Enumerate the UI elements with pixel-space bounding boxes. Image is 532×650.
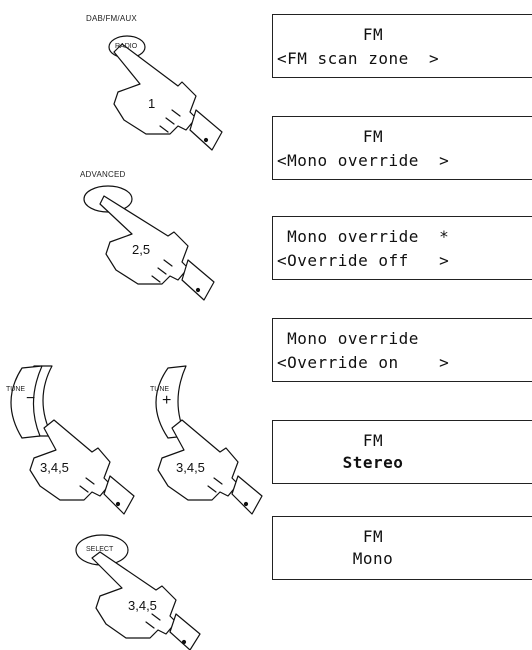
- lcd-line-1: FM: [362, 431, 384, 450]
- lcd-display-5: FM Stereo: [272, 420, 532, 484]
- lcd-display-1: FM <FM scan zone >: [272, 14, 532, 78]
- lcd-line-1: Mono override: [277, 329, 419, 348]
- lcd-line-1: FM: [362, 527, 384, 546]
- tune-plus-step-number: 3,4,5: [176, 460, 205, 475]
- lcd-line-1: FM: [362, 127, 384, 146]
- tune-minus-sign[interactable]: −: [26, 390, 36, 407]
- lcd-line-2: <Override on >: [277, 353, 450, 372]
- radio-button[interactable]: RADIO: [115, 43, 138, 50]
- lcd-line-1: Mono override *: [277, 227, 450, 246]
- lcd-display-4: Mono override <Override on >: [272, 318, 532, 382]
- illustrations: [10, 35, 263, 650]
- lcd-display-3: Mono override * <Override off >: [272, 216, 532, 280]
- lcd-line-2: <FM scan zone >: [277, 49, 440, 68]
- select-button[interactable]: SELECT: [86, 546, 114, 553]
- dab-fm-aux-label: DAB/FM/AUX: [86, 14, 137, 23]
- select-step-number: 3,4,5: [128, 598, 157, 613]
- advanced-hand-icon: [99, 195, 189, 285]
- select-hand-icon: [91, 551, 177, 639]
- lcd-display-2: FM <Mono override >: [272, 116, 532, 180]
- lcd-line-2: <Override off >: [277, 251, 450, 270]
- tune-plus-sign[interactable]: +: [162, 392, 172, 409]
- lcd-line-2: Stereo: [342, 453, 404, 472]
- advanced-step-number: 2,5: [132, 242, 151, 257]
- lcd-line-2: Mono: [352, 549, 394, 568]
- tune-minus-hand-icon: [29, 419, 111, 501]
- lcd-line-1: FM: [362, 25, 384, 44]
- radio-hand-icon: [113, 43, 197, 135]
- lcd-line-2: <Mono override >: [277, 151, 450, 170]
- advanced-label: ADVANCED: [80, 170, 126, 179]
- tune-minus-step-number: 3,4,5: [40, 460, 69, 475]
- tune-plus-hand-icon: [157, 419, 239, 501]
- radio-step-number: 1: [148, 96, 156, 111]
- tune-plus-label[interactable]: TUNE: [150, 386, 170, 393]
- tune-minus-label[interactable]: TUNE: [6, 386, 26, 393]
- lcd-display-6: FM Mono: [272, 516, 532, 580]
